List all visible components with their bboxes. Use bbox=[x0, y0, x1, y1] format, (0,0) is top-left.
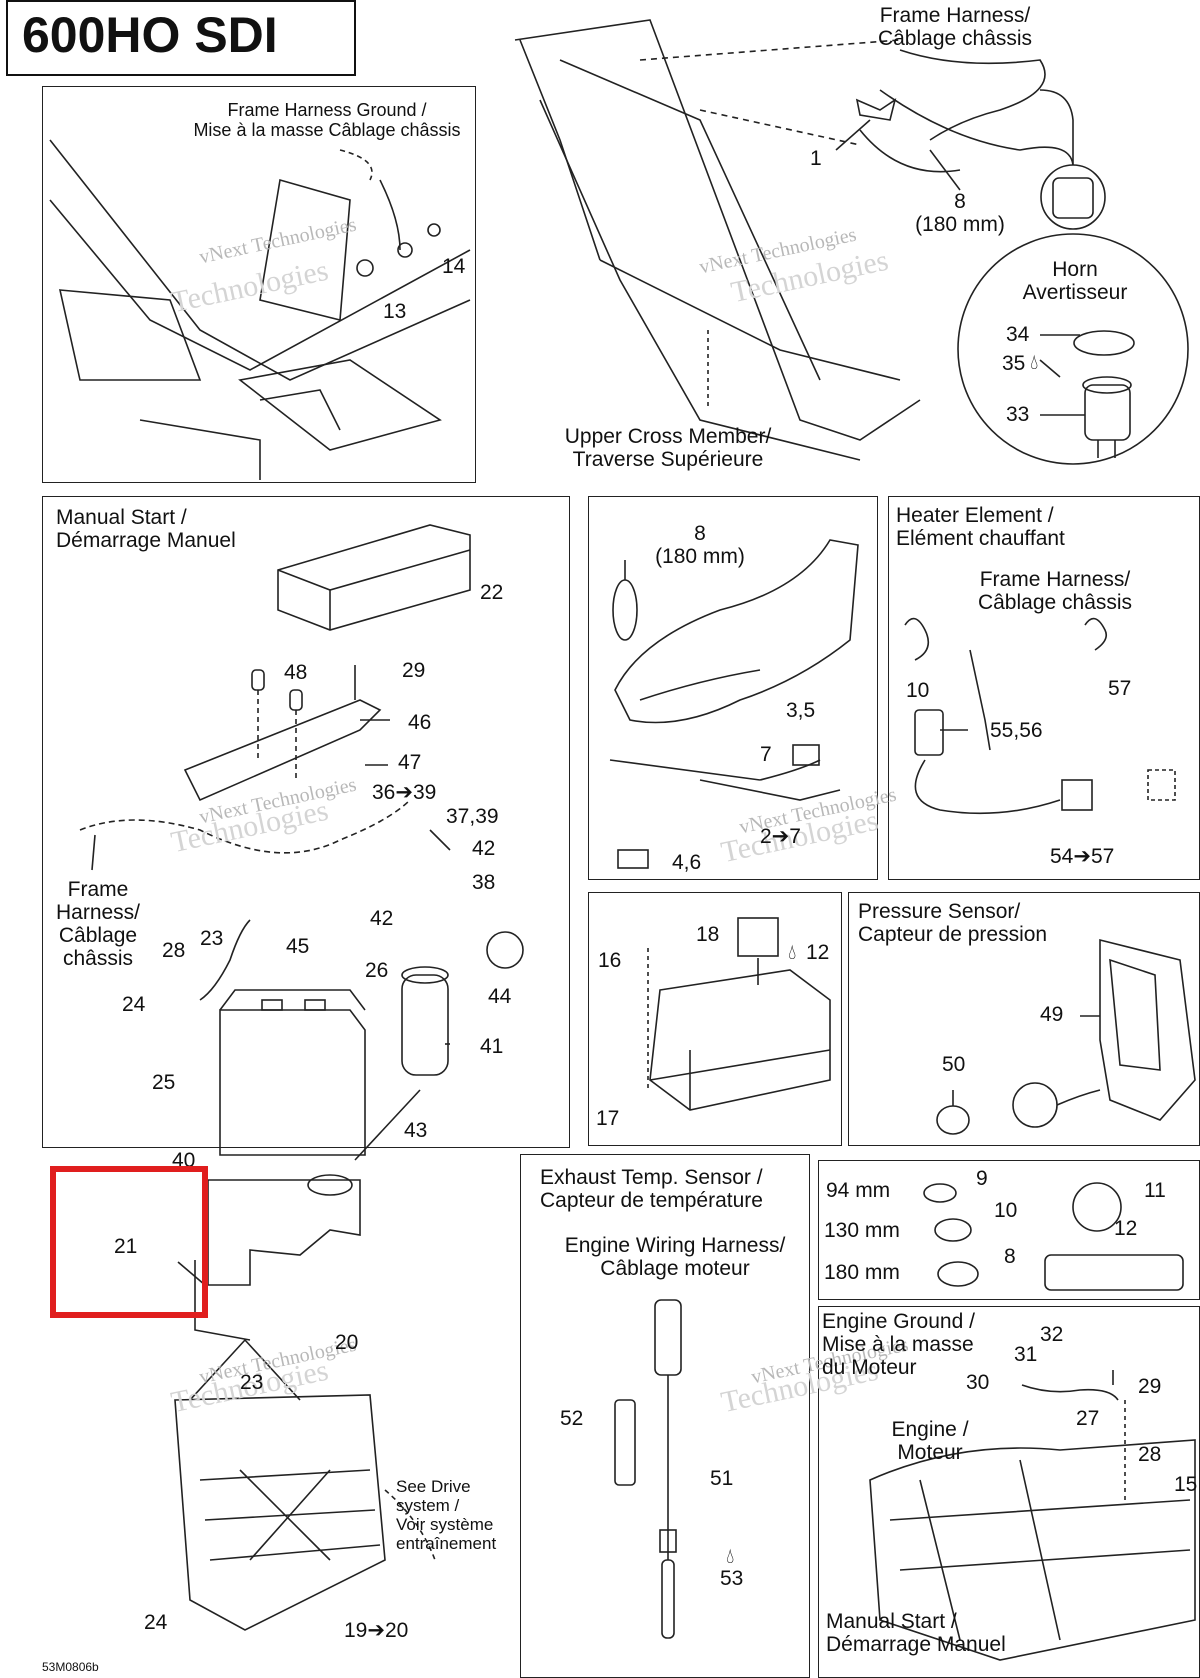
part-number: 53 bbox=[720, 1567, 744, 1590]
part-number: 31 bbox=[1014, 1343, 1038, 1366]
part-number: 12 bbox=[806, 941, 830, 964]
part-number: 11 bbox=[1144, 1179, 1166, 1202]
tie-wrap-size: 180 mm bbox=[824, 1261, 900, 1284]
part-number: 22 bbox=[480, 581, 504, 604]
panel-fuel-tank bbox=[588, 496, 878, 880]
tie-wrap-size: 94 mm bbox=[826, 1179, 891, 1202]
panel-exhaust-sensor bbox=[520, 1154, 810, 1678]
pressure-sensor-heading: Pressure Sensor/Capteur de pression bbox=[858, 900, 1048, 946]
part-number: 7 bbox=[760, 743, 772, 766]
part-number: 37,39 bbox=[446, 805, 499, 828]
frame-harness-label: Frame Harness/Câblage châssis bbox=[977, 568, 1133, 614]
part-number: 29 bbox=[1138, 1375, 1162, 1398]
part-number: 10 bbox=[994, 1199, 1018, 1222]
part-number: 49 bbox=[1040, 1003, 1064, 1026]
part-number: 42 bbox=[370, 907, 394, 930]
part-number: 32 bbox=[1040, 1323, 1064, 1346]
exhaust-temp-sensor-heading: Exhaust Temp. Sensor /Capteur de tempéra… bbox=[540, 1166, 763, 1212]
part-number-highlighted: 21 bbox=[114, 1235, 138, 1258]
part-number: 3,5 bbox=[786, 699, 816, 722]
part-number: 42 bbox=[472, 837, 496, 860]
part-number: 41 bbox=[480, 1035, 504, 1058]
manual-start-heading: Manual Start /Démarrage Manuel bbox=[56, 506, 236, 552]
highlight-box bbox=[50, 1166, 208, 1318]
part-number: 10 bbox=[906, 679, 930, 702]
part-number: 20 bbox=[335, 1331, 359, 1354]
engine-wiring-harness-label: Engine Wiring Harness/Câblage moteur bbox=[564, 1234, 786, 1280]
part-number: 54➔57 bbox=[1050, 845, 1115, 868]
part-number: 16 bbox=[598, 949, 622, 972]
part-number: 50 bbox=[942, 1053, 966, 1076]
panel-pressure-sensor bbox=[848, 892, 1200, 1146]
part-number: 52 bbox=[560, 1407, 584, 1430]
part-number: 35 bbox=[1002, 352, 1026, 375]
part-number: 25 bbox=[152, 1071, 176, 1094]
engine-label: Engine /Moteur bbox=[891, 1418, 969, 1464]
part-number: 8 bbox=[1004, 1245, 1016, 1268]
upper-cross-member-label: Upper Cross Member/Traverse Supérieure bbox=[564, 425, 772, 471]
part-number: 46 bbox=[408, 711, 432, 734]
tie-wrap-size: 130 mm bbox=[824, 1219, 900, 1242]
panel-manual-start bbox=[42, 496, 570, 1148]
part-number: 57 bbox=[1108, 677, 1132, 700]
title-box: 600HO SDI bbox=[6, 0, 356, 76]
part-number: 45 bbox=[286, 935, 310, 958]
part-number: 13 bbox=[383, 300, 407, 323]
part-number: 24 bbox=[144, 1611, 168, 1634]
tie-wrap-label: 8(180 mm) bbox=[655, 522, 745, 568]
heater-element-heading: Heater Element /Elément chauffant bbox=[896, 504, 1065, 550]
panel-fuse-box bbox=[588, 892, 842, 1146]
part-number: 33 bbox=[1006, 403, 1030, 426]
part-number: 14 bbox=[442, 255, 466, 278]
drop-icon: 💧︎ bbox=[726, 1545, 735, 1568]
part-number: 12 bbox=[1114, 1217, 1138, 1240]
part-number: 34 bbox=[1006, 323, 1030, 346]
part-number: 30 bbox=[966, 1371, 990, 1394]
part-number: 38 bbox=[472, 871, 496, 894]
part-number: 4,6 bbox=[672, 851, 702, 874]
drop-icon: 💧︎ bbox=[1030, 351, 1039, 374]
part-number: 18 bbox=[696, 923, 720, 946]
part-number: 15 bbox=[1174, 1473, 1198, 1496]
part-number: 55,56 bbox=[990, 719, 1043, 742]
part-number: 28 bbox=[162, 939, 186, 962]
part-number: 43 bbox=[404, 1119, 428, 1142]
part-number: 23 bbox=[200, 927, 224, 950]
frame-harness-ground-label: Frame Harness Ground /Mise à la masse Câ… bbox=[193, 100, 461, 140]
part-number: 28 bbox=[1138, 1443, 1162, 1466]
part-number: 9 bbox=[976, 1167, 988, 1190]
page-title: 600HO SDI bbox=[22, 7, 278, 63]
panel-engine-ground bbox=[818, 1306, 1200, 1678]
part-number: 44 bbox=[488, 985, 512, 1008]
part-number: 23 bbox=[240, 1371, 264, 1394]
part-number: 24 bbox=[122, 993, 146, 1016]
part-number: 17 bbox=[596, 1107, 620, 1130]
part-number: 47 bbox=[398, 751, 422, 774]
part-number: 19➔20 bbox=[344, 1619, 409, 1642]
part-number: 2➔7 bbox=[760, 825, 801, 848]
panel-frame-harness-ground bbox=[42, 86, 476, 483]
manual-start-label: Manual Start /Démarrage Manuel bbox=[826, 1610, 1006, 1656]
part-number: 51 bbox=[710, 1467, 734, 1490]
part-number: 26 bbox=[365, 959, 389, 982]
frame-harness-label: Frame Harness/Câblage châssis bbox=[877, 4, 1033, 50]
part-number: 36➔39 bbox=[372, 781, 437, 804]
panel-tie-wraps bbox=[818, 1160, 1200, 1300]
part-number: 1 bbox=[810, 147, 822, 170]
part-number: 27 bbox=[1076, 1407, 1100, 1430]
drop-icon: 💧︎ bbox=[788, 941, 797, 964]
part-number: 29 bbox=[402, 659, 426, 682]
document-code: 53M0806b bbox=[42, 1660, 99, 1674]
part-number: 48 bbox=[284, 661, 308, 684]
panel-heater-element bbox=[888, 496, 1200, 880]
tie-wrap-label: 8(180 mm) bbox=[915, 190, 1005, 236]
